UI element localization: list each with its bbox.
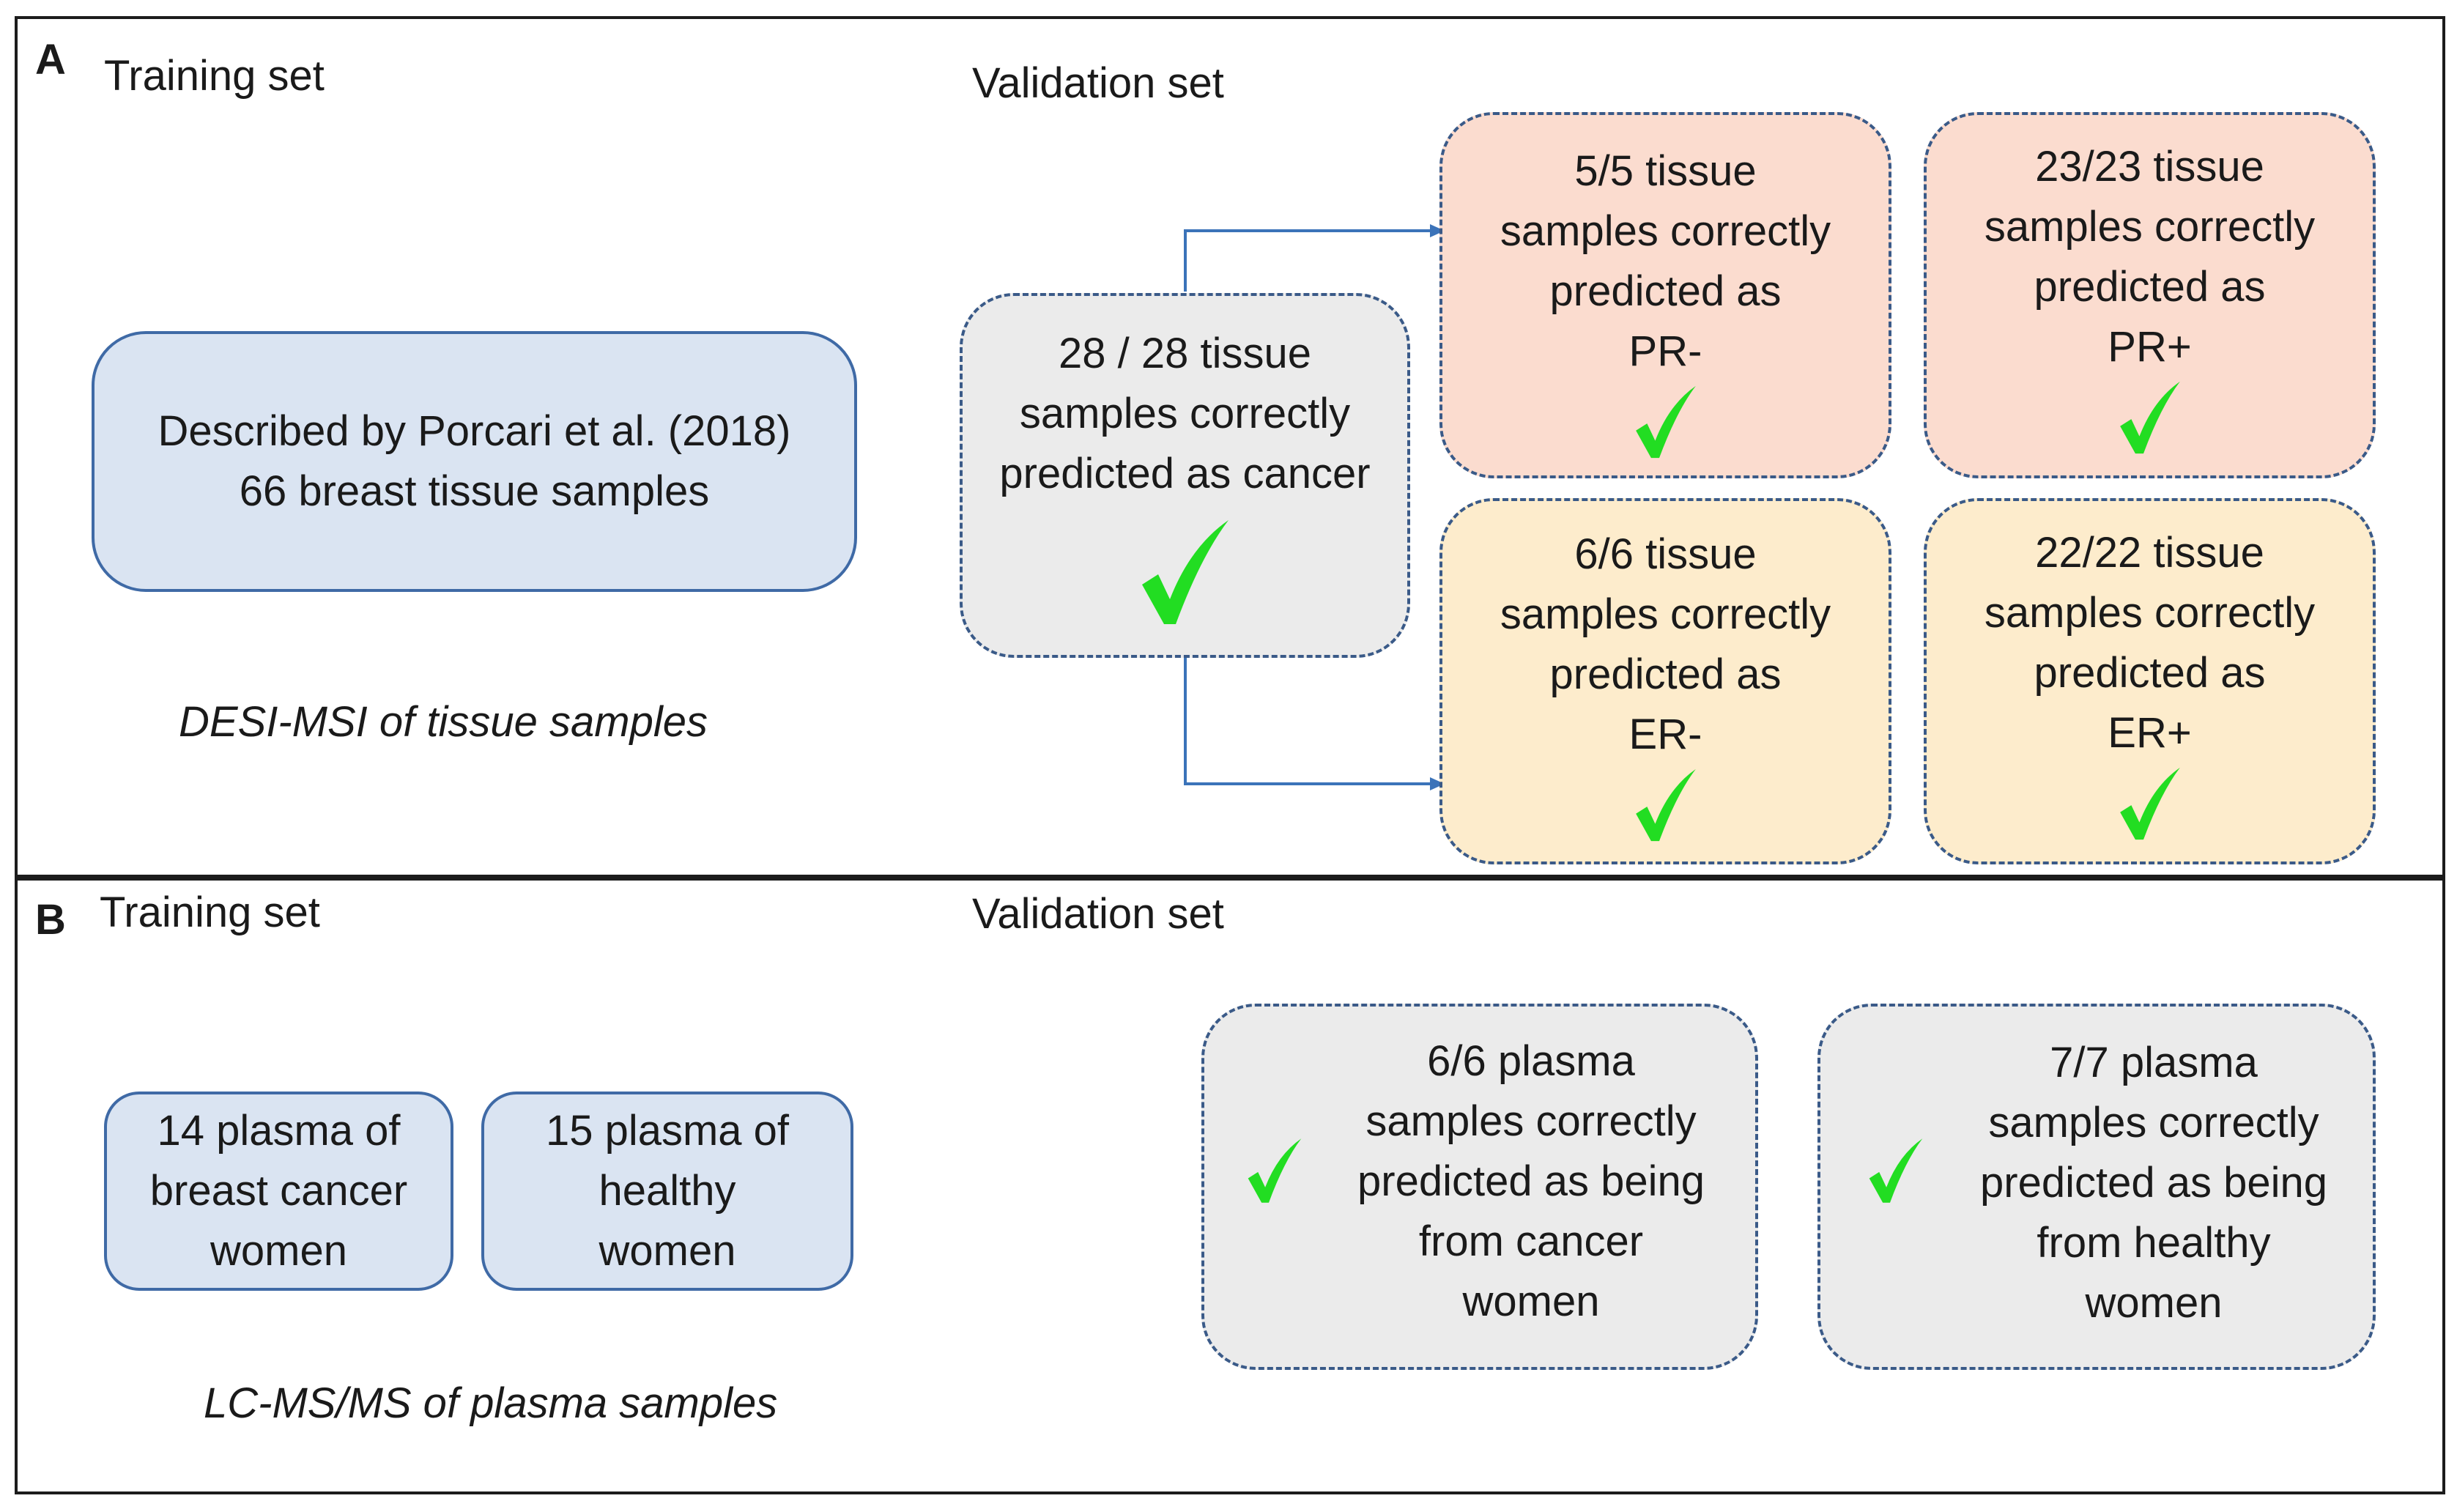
cancer-validation-box [1201, 1004, 1758, 1370]
check-icon [1867, 1134, 1925, 1207]
check-icon [1245, 1134, 1304, 1207]
panel-b-validation-heading: Validation set [972, 890, 1224, 938]
cancer-validation-line-4: from cancer [1418, 1218, 1644, 1265]
cancer-prediction-box: 28 / 28 tissue samples correctly predict… [960, 293, 1410, 658]
panel-a-letter: A [35, 36, 66, 84]
er-negative-line-3: predicted as [1549, 651, 1782, 698]
er-negative-box: 6/6 tissue samples correctly predicted a… [1439, 498, 1891, 864]
cancer-box-line-3: predicted as cancer [999, 450, 1371, 497]
healthy-validation-line-1: 7/7 plasma [2050, 1039, 2258, 1086]
healthy-validation-box [1817, 1004, 2376, 1370]
pr-positive-line-2: samples correctly [1984, 203, 2316, 251]
er-positive-line-4: ER+ [2108, 709, 2192, 757]
pr-positive-line-1: 23/23 tissue [2035, 143, 2264, 190]
cancer-validation-line-2: samples correctly [1365, 1097, 1697, 1145]
training-box-line-2: 66 breast tissue samples [239, 467, 710, 515]
er-negative-line-1: 6/6 tissue [1574, 530, 1757, 578]
cancer-training-line-1: 14 plasma of [157, 1107, 401, 1155]
panel-a-training-heading: Training set [104, 52, 325, 100]
healthy-validation-text: 7/7 plasma samples correctly predicted a… [1949, 1033, 2359, 1333]
pr-negative-line-2: samples correctly [1500, 207, 1831, 255]
panel-a-validation-heading: Validation set [972, 59, 1224, 107]
cancer-box-line-1: 28 / 28 tissue [1059, 330, 1311, 377]
er-positive-box: 22/22 tissue samples correctly predicted… [1924, 498, 2376, 864]
healthy-validation-line-3: predicted as being [1980, 1159, 2327, 1207]
pr-negative-line-1: 5/5 tissue [1574, 147, 1757, 195]
cancer-training-line-3: women [210, 1227, 347, 1275]
tissue-method-caption: DESI-MSI of tissue samples [179, 698, 708, 746]
er-positive-line-2: samples correctly [1984, 589, 2316, 637]
cancer-box-line-2: samples correctly [1019, 390, 1351, 437]
check-icon [2117, 763, 2183, 844]
cancer-training-box: 14 plasma of breast cancer women [104, 1092, 453, 1291]
pr-positive-box: 23/23 tissue samples correctly predicted… [1924, 112, 2376, 478]
pr-positive-line-3: predicted as [2034, 263, 2266, 311]
cancer-validation-line-3: predicted as being [1357, 1157, 1705, 1205]
check-icon [2117, 377, 2183, 458]
arrow-head-bottom [1430, 777, 1445, 790]
plasma-method-caption: LC-MS/MS of plasma samples [204, 1379, 778, 1427]
check-icon [1633, 382, 1699, 462]
check-icon [1138, 517, 1233, 627]
healthy-training-box: 15 plasma of healthy women [481, 1092, 853, 1291]
healthy-validation-line-2: samples correctly [1988, 1099, 2319, 1146]
panel-b-training-heading: Training set [100, 889, 320, 936]
panel-b [15, 875, 2445, 1494]
healthy-training-line-2: healthy [598, 1167, 736, 1215]
er-negative-line-2: samples correctly [1500, 590, 1831, 638]
pr-negative-line-3: predicted as [1549, 267, 1782, 315]
check-icon [1633, 765, 1699, 845]
panel-b-letter: B [35, 896, 66, 944]
panel-a [15, 16, 2445, 881]
healthy-validation-line-5: women [2085, 1279, 2223, 1327]
healthy-training-line-1: 15 plasma of [545, 1107, 790, 1155]
arrow-right-icon [1184, 229, 1434, 785]
healthy-training-line-3: women [598, 1227, 736, 1275]
cancer-validation-line-1: 6/6 plasma [1427, 1037, 1635, 1085]
pr-negative-box: 5/5 tissue samples correctly predicted a… [1439, 112, 1891, 478]
er-positive-line-3: predicted as [2034, 649, 2266, 697]
healthy-validation-line-4: from healthy [2037, 1219, 2271, 1267]
cancer-validation-text: 6/6 plasma samples correctly predicted a… [1326, 1031, 1736, 1332]
cancer-validation-line-5: women [1462, 1278, 1600, 1325]
training-box-line-1: Described by Porcari et al. (2018) [158, 407, 791, 455]
arrow-head-top [1430, 224, 1445, 237]
pr-positive-line-4: PR+ [2108, 323, 2192, 371]
er-negative-line-4: ER- [1628, 711, 1702, 758]
pr-negative-line-4: PR- [1628, 327, 1702, 375]
training-set-box: Described by Porcari et al. (2018) 66 br… [92, 331, 857, 592]
cancer-training-line-2: breast cancer [149, 1167, 408, 1215]
er-positive-line-1: 22/22 tissue [2035, 529, 2264, 577]
